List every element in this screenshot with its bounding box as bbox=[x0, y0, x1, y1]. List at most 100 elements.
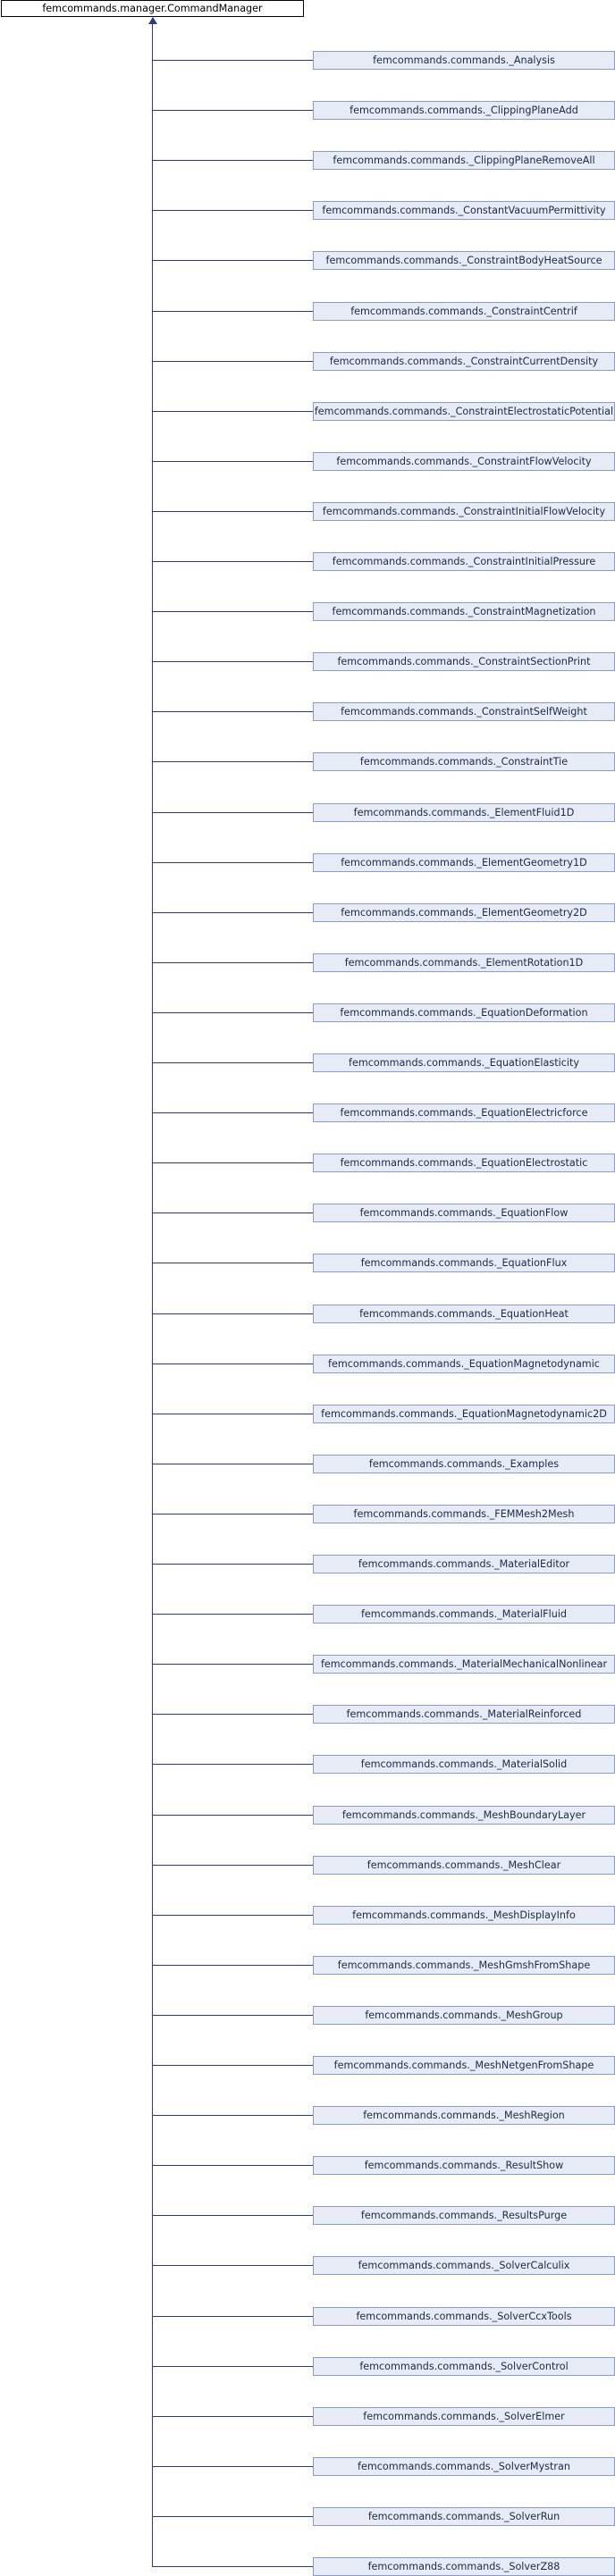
inheritance-branch-line bbox=[152, 862, 313, 863]
child-class-node[interactable]: femcommands.commands._MeshGmshFromShape bbox=[313, 1956, 615, 1975]
child-class-node[interactable]: femcommands.commands._ConstraintCurrentD… bbox=[313, 352, 615, 371]
child-class-node[interactable]: femcommands.commands._SolverControl bbox=[313, 2357, 615, 2376]
child-class-node[interactable]: femcommands.commands._ClippingPlaneAdd bbox=[313, 101, 615, 120]
inheritance-branch-line bbox=[152, 1764, 313, 1765]
child-class-node[interactable]: femcommands.commands._ConstantVacuumPerm… bbox=[313, 201, 615, 220]
child-class-node[interactable]: femcommands.commands._ClippingPlaneRemov… bbox=[313, 151, 615, 170]
child-class-node[interactable]: femcommands.commands._MeshGroup bbox=[313, 2006, 615, 2025]
child-class-node[interactable]: femcommands.commands._EquationDeformatio… bbox=[313, 1003, 615, 1022]
root-class-node[interactable]: femcommands.manager.CommandManager bbox=[1, 0, 304, 17]
inheritance-branch-line bbox=[152, 812, 313, 813]
child-class-node[interactable]: femcommands.commands._MaterialSolid bbox=[313, 1755, 615, 1774]
child-class-node[interactable]: femcommands.commands._EquationFlux bbox=[313, 1254, 615, 1272]
inheritance-branch-line bbox=[152, 1162, 313, 1163]
inheritance-branch-line bbox=[152, 1012, 313, 1013]
inheritance-branch-line bbox=[152, 361, 313, 362]
child-class-node[interactable]: femcommands.commands._MeshDisplayInfo bbox=[313, 1906, 615, 1925]
child-class-node[interactable]: femcommands.commands._ConstraintSectionP… bbox=[313, 652, 615, 671]
child-class-node[interactable]: femcommands.commands._EquationElectrosta… bbox=[313, 1154, 615, 1172]
child-class-node[interactable]: femcommands.commands._Examples bbox=[313, 1455, 615, 1473]
inheritance-branch-line bbox=[152, 2265, 313, 2266]
inheritance-trunk-line bbox=[152, 18, 153, 2567]
inheritance-branch-line bbox=[152, 1865, 313, 1866]
child-class-node[interactable]: femcommands.commands._ConstraintFlowVelo… bbox=[313, 452, 615, 471]
child-class-node[interactable]: femcommands.commands._EquationMagnetodyn… bbox=[313, 1355, 615, 1373]
inheritance-branch-line bbox=[152, 511, 313, 512]
child-class-node[interactable]: femcommands.commands._ElementGeometry2D bbox=[313, 903, 615, 922]
child-class-node[interactable]: femcommands.commands._MaterialReinforced bbox=[313, 1705, 615, 1724]
child-class-node[interactable]: femcommands.commands._SolverZ88 bbox=[313, 2557, 615, 2576]
inheritance-branch-line bbox=[152, 2015, 313, 2016]
child-class-node[interactable]: femcommands.commands._MaterialEditor bbox=[313, 1555, 615, 1573]
inheritance-branch-line bbox=[152, 761, 313, 762]
inheritance-branch-line bbox=[152, 260, 313, 261]
child-class-node[interactable]: femcommands.commands._EquationMagnetodyn… bbox=[313, 1405, 615, 1423]
inheritance-branch-line bbox=[152, 1714, 313, 1715]
child-class-node[interactable]: femcommands.commands._ConstraintMagnetiz… bbox=[313, 602, 615, 621]
child-class-node[interactable]: femcommands.commands._SolverElmer bbox=[313, 2407, 615, 2426]
child-class-node[interactable]: femcommands.commands._ConstraintTie bbox=[313, 752, 615, 771]
child-class-node[interactable]: femcommands.commands._MeshRegion bbox=[313, 2106, 615, 2125]
child-class-node[interactable]: femcommands.commands._Analysis bbox=[313, 51, 615, 70]
child-class-node[interactable]: femcommands.commands._MeshBoundaryLayer bbox=[313, 1806, 615, 1825]
inheritance-branch-line bbox=[152, 2566, 313, 2567]
child-class-node[interactable]: femcommands.commands._MaterialMechanical… bbox=[313, 1655, 615, 1674]
child-class-node[interactable]: femcommands.commands._ConstraintElectros… bbox=[313, 402, 615, 421]
child-class-node[interactable]: femcommands.commands._ElementGeometry1D bbox=[313, 853, 615, 872]
child-class-node[interactable]: femcommands.commands._ResultsPurge bbox=[313, 2206, 615, 2225]
inheritance-branch-line bbox=[152, 1614, 313, 1615]
inheritance-branch-line bbox=[152, 2115, 313, 2116]
inheritance-branch-line bbox=[152, 2215, 313, 2216]
inheritance-branch-line bbox=[152, 210, 313, 211]
child-class-node[interactable]: femcommands.commands._SolverRun bbox=[313, 2507, 615, 2526]
child-class-node[interactable]: femcommands.commands._FEMMesh2Mesh bbox=[313, 1505, 615, 1523]
inheritance-branch-line bbox=[152, 2416, 313, 2417]
inheritance-branch-line bbox=[152, 2466, 313, 2467]
inheritance-branch-line bbox=[152, 2516, 313, 2517]
child-class-node[interactable]: femcommands.commands._EquationElectricfo… bbox=[313, 1103, 615, 1122]
inheritance-branch-line bbox=[152, 2065, 313, 2066]
inheritance-branch-line bbox=[152, 912, 313, 913]
child-class-node[interactable]: femcommands.commands._ElementRotation1D bbox=[313, 953, 615, 972]
inheritance-branch-line bbox=[152, 661, 313, 662]
inheritance-branch-line bbox=[152, 1514, 313, 1515]
inheritance-branch-line bbox=[152, 1664, 313, 1665]
child-class-node[interactable]: femcommands.commands._ConstraintSelfWeig… bbox=[313, 702, 615, 721]
inheritance-branch-line bbox=[152, 1815, 313, 1816]
inheritance-branch-line bbox=[152, 311, 313, 312]
child-class-node[interactable]: femcommands.commands._ConstraintInitialP… bbox=[313, 552, 615, 571]
inheritance-branch-line bbox=[152, 1062, 313, 1063]
inheritance-branch-line bbox=[152, 1965, 313, 1966]
child-class-node[interactable]: femcommands.commands._MeshNetgenFromShap… bbox=[313, 2056, 615, 2075]
inheritance-branch-line bbox=[152, 461, 313, 462]
inheritance-branch-line bbox=[152, 60, 313, 61]
inheritance-arrowhead bbox=[148, 17, 157, 24]
inheritance-branch-line bbox=[152, 160, 313, 161]
child-class-node[interactable]: femcommands.commands._EquationFlow bbox=[313, 1204, 615, 1222]
child-class-node[interactable]: femcommands.commands._EquationHeat bbox=[313, 1305, 615, 1323]
inheritance-branch-line bbox=[152, 611, 313, 612]
child-class-node[interactable]: femcommands.commands._ConstraintBodyHeat… bbox=[313, 251, 615, 270]
child-class-node[interactable]: femcommands.commands._ElementFluid1D bbox=[313, 803, 615, 822]
inheritance-branch-line bbox=[152, 1564, 313, 1565]
inheritance-branch-line bbox=[152, 2165, 313, 2166]
inheritance-branch-line bbox=[152, 561, 313, 562]
child-class-node[interactable]: femcommands.commands._SolverMystran bbox=[313, 2457, 615, 2476]
child-class-node[interactable]: femcommands.commands._ResultShow bbox=[313, 2156, 615, 2175]
inheritance-branch-line bbox=[152, 1112, 313, 1113]
inheritance-branch-line bbox=[152, 110, 313, 111]
inheritance-branch-line bbox=[152, 962, 313, 963]
child-class-node[interactable]: femcommands.commands._SolverCalculix bbox=[313, 2256, 615, 2275]
inheritance-branch-line bbox=[152, 711, 313, 712]
inheritance-branch-line bbox=[152, 1313, 313, 1314]
child-class-node[interactable]: femcommands.commands._ConstraintInitialF… bbox=[313, 502, 615, 521]
child-class-node[interactable]: femcommands.commands._MeshClear bbox=[313, 1856, 615, 1875]
inheritance-branch-line bbox=[152, 411, 313, 412]
child-class-node[interactable]: femcommands.commands._SolverCcxTools bbox=[313, 2307, 615, 2326]
inheritance-branch-line bbox=[152, 1212, 313, 1213]
child-class-node[interactable]: femcommands.commands._MaterialFluid bbox=[313, 1605, 615, 1624]
child-class-node[interactable]: femcommands.commands._ConstraintCentrif bbox=[313, 302, 615, 321]
child-class-node[interactable]: femcommands.commands._EquationElasticity bbox=[313, 1053, 615, 1072]
inheritance-branch-line bbox=[152, 2316, 313, 2317]
